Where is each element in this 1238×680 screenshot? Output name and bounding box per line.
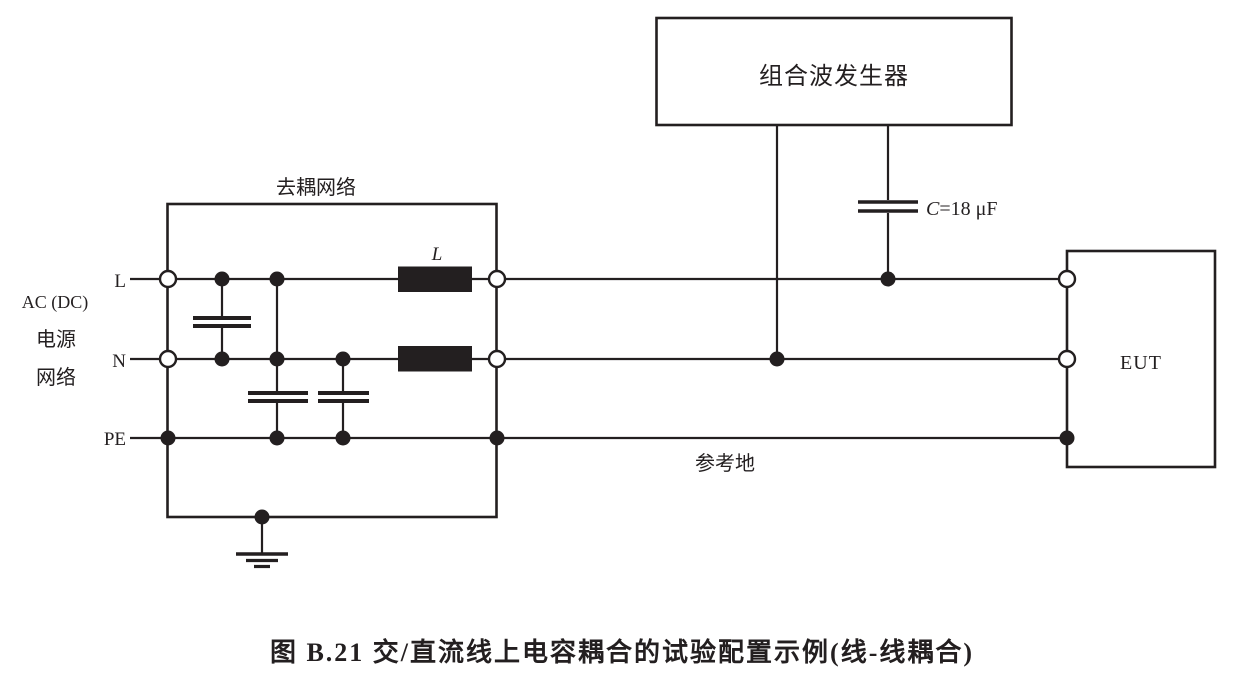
generator-label: 组合波发生器: [759, 63, 909, 90]
terminal-decoupling-out-n: [487, 349, 507, 369]
coupling-capacitor-symbol: C: [926, 198, 940, 220]
figure-caption: 图 B.21 交/直流线上电容耦合的试验配置示例(线-线耦合): [270, 637, 974, 667]
junction-dot: [335, 351, 351, 367]
junction-dot: [214, 351, 230, 367]
terminal-eut-n: [1057, 349, 1077, 369]
junction-dot: [269, 271, 285, 287]
eut-label: EUT: [1120, 352, 1162, 374]
junction-dot: [160, 430, 176, 446]
junction-dot: [254, 509, 270, 525]
junction-dot: [880, 271, 896, 287]
power-source-label: AC (DC) 电源 网络: [22, 292, 89, 389]
power-source-line2: 电源: [36, 328, 76, 351]
coupling-capacitor-value: =18 μF: [939, 198, 997, 220]
decoupling-capacitor-ln: [193, 279, 251, 359]
generator-box: [655, 16, 1013, 127]
inductor-n-line: [398, 346, 472, 372]
junction-dot: [214, 271, 230, 287]
eut: EUT: [1065, 249, 1217, 469]
terminal-eut-l: [1057, 269, 1077, 289]
junction-dot: [269, 430, 285, 446]
wire-label-l: L: [114, 271, 126, 292]
decoupling-capacitor-npe-2: [318, 359, 369, 438]
decoupling-network: 去耦网络: [166, 176, 498, 569]
junction-dot: [269, 351, 285, 367]
coupling-capacitor-label: C=18 μF: [926, 198, 997, 220]
decoupling-capacitor-npe-1: [248, 279, 308, 438]
generator: 组合波发生器: [655, 16, 1013, 359]
junction-dot: [769, 351, 785, 367]
inductor-label: L: [431, 244, 443, 265]
junction-dot: [489, 430, 505, 446]
inductor-l-line: [398, 266, 472, 292]
wire-label-pe: PE: [104, 429, 126, 450]
junction-dot: [335, 430, 351, 446]
terminal-decoupling-in-n: [158, 349, 178, 369]
wire-label-n: N: [112, 351, 126, 372]
reference-ground-label: 参考地: [695, 452, 755, 475]
terminal-decoupling-out-l: [487, 269, 507, 289]
terminal-decoupling-in-l: [158, 269, 178, 289]
decoupling-network-label: 去耦网络: [276, 176, 356, 199]
power-source-line3: 网络: [36, 366, 76, 389]
power-source-line1: AC (DC): [22, 292, 89, 313]
junction-dot: [1059, 430, 1075, 446]
coupling-capacitor: C=18 μF: [858, 198, 997, 279]
